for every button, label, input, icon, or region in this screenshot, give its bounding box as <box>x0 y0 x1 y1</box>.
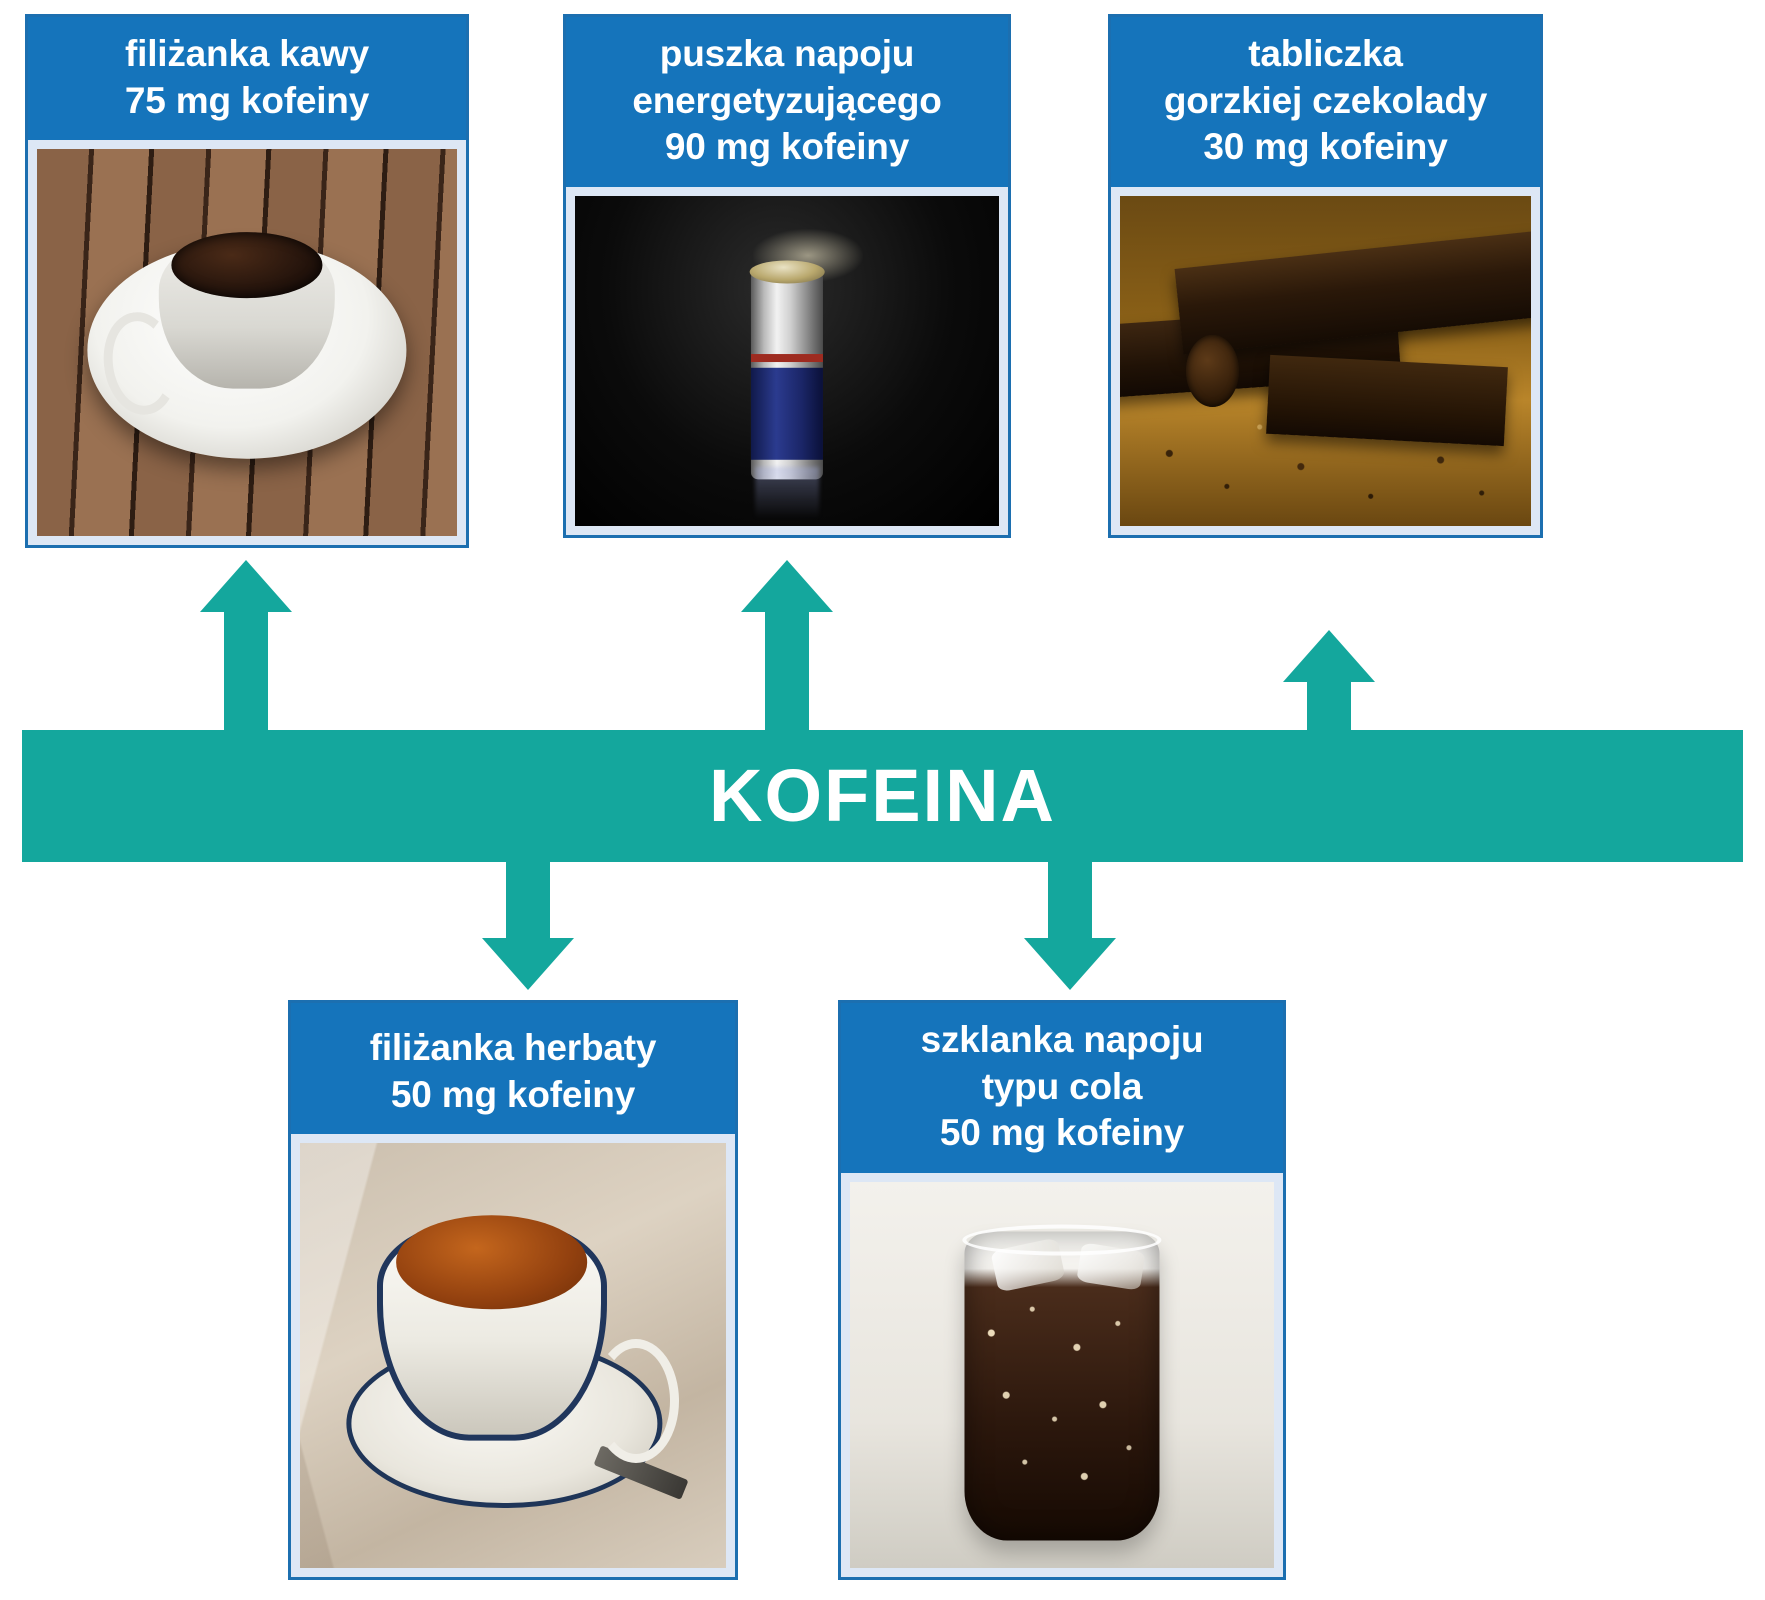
arrow-up-coffee <box>196 556 296 736</box>
card-energy-drink-line-1: puszka napoju <box>659 33 915 74</box>
card-dark-chocolate-line-1: tabliczka <box>1248 33 1403 74</box>
card-cola-header: szklanka napoju typu cola 50 mg kofeiny <box>841 1003 1283 1173</box>
card-coffee-line-1: filiżanka kawy <box>125 33 369 74</box>
card-cola-line-1: szklanka napoju <box>920 1019 1204 1060</box>
card-dark-chocolate-header: tabliczka gorzkiej czekolady 30 mg kofei… <box>1111 17 1540 187</box>
card-cola-line-2: typu cola <box>981 1065 1143 1107</box>
card-tea-header: filiżanka herbaty 50 mg kofeiny <box>291 1003 735 1135</box>
card-energy-drink-photo-frame <box>566 186 1008 535</box>
arrow-up-dark-chocolate <box>1279 626 1379 736</box>
card-coffee[interactable]: filiżanka kawy 75 mg kofeiny <box>25 14 469 548</box>
card-energy-drink-line-2: energetyzującego <box>632 79 942 121</box>
energy-drink-can-photo <box>575 195 999 526</box>
arrow-up-energy-drink <box>737 556 837 736</box>
card-tea-line-2: 50 mg kofeiny <box>390 1073 636 1115</box>
card-dark-chocolate-line-2: gorzkiej czekolady <box>1163 79 1488 121</box>
card-energy-drink[interactable]: puszka napoju energetyzującego 90 mg kof… <box>563 14 1011 538</box>
card-coffee-line-2: 75 mg kofeiny <box>124 79 370 121</box>
card-dark-chocolate-photo-frame <box>1111 186 1540 535</box>
card-coffee-header: filiżanka kawy 75 mg kofeiny <box>28 17 466 141</box>
card-tea[interactable]: filiżanka herbaty 50 mg kofeiny <box>288 1000 738 1580</box>
card-cola-photo-frame <box>841 1172 1283 1577</box>
card-tea-photo-frame <box>291 1134 735 1577</box>
coffee-cup-photo <box>37 149 457 536</box>
card-tea-line-1: filiżanka herbaty <box>369 1027 657 1068</box>
cola-glass-photo <box>850 1181 1274 1568</box>
tea-cup-photo <box>300 1143 726 1568</box>
card-dark-chocolate-line-3: 30 mg kofeiny <box>1203 126 1448 168</box>
card-cola[interactable]: szklanka napoju typu cola 50 mg kofeiny <box>838 1000 1286 1580</box>
dark-chocolate-photo <box>1120 195 1531 526</box>
center-banner-title: KOFEINA <box>709 754 1056 837</box>
center-banner: KOFEINA <box>22 730 1743 862</box>
card-energy-drink-header: puszka napoju energetyzującego 90 mg kof… <box>566 17 1008 187</box>
card-cola-line-3: 50 mg kofeiny <box>939 1112 1185 1154</box>
card-energy-drink-line-3: 90 mg kofeiny <box>664 126 910 168</box>
arrow-down-tea <box>478 862 578 994</box>
card-coffee-photo-frame <box>28 140 466 545</box>
card-dark-chocolate[interactable]: tabliczka gorzkiej czekolady 30 mg kofei… <box>1108 14 1543 538</box>
arrow-down-cola <box>1020 862 1120 994</box>
